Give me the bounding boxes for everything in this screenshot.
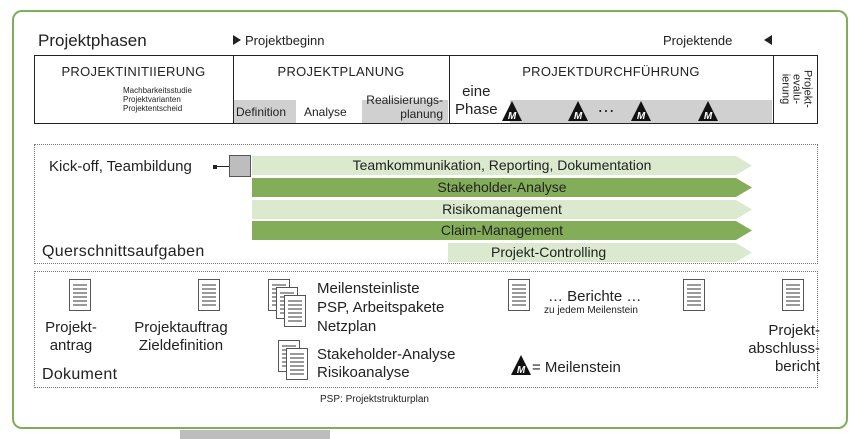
kickoff-label: Kick-off, Teambildung bbox=[49, 158, 192, 175]
doc-project-order: Projektauftrag Zieldefinition bbox=[126, 319, 236, 355]
kickoff-box bbox=[229, 155, 251, 177]
bar-claim-management: Claim-Management bbox=[252, 221, 752, 240]
document-icon bbox=[284, 295, 306, 327]
document-icon bbox=[508, 279, 530, 311]
document-icon bbox=[69, 279, 91, 311]
evaluation-cell: Projekt- evalu- ierung bbox=[774, 56, 817, 123]
bar-risk-management: Risikomanagement bbox=[252, 200, 752, 219]
execution-title: PROJEKTDURCHFÜHRUNG bbox=[522, 64, 700, 79]
svg-text:M: M bbox=[574, 111, 583, 122]
kickoff-connector bbox=[213, 165, 217, 169]
analysis-label: Analyse bbox=[304, 105, 347, 119]
definition-label: Definition bbox=[236, 105, 287, 119]
doc-planning-list: Meilensteinliste PSP, Arbeitspakete Netz… bbox=[317, 279, 444, 336]
milestone-icon: M bbox=[501, 100, 523, 122]
footnote: PSP: Projektstrukturplan bbox=[320, 394, 429, 405]
bar-label: Projekt-Controlling bbox=[491, 244, 607, 260]
evaluation-line: Projekt- bbox=[801, 70, 814, 108]
evaluation-line: ierung bbox=[779, 73, 792, 105]
document-icon bbox=[683, 279, 705, 311]
one-phase-line: eine bbox=[462, 83, 491, 100]
document-icon bbox=[198, 279, 220, 311]
milestone-icon: M bbox=[630, 100, 652, 122]
doc-text-line: bericht bbox=[774, 358, 820, 375]
realization-line: Realisierungs- bbox=[366, 93, 443, 107]
doc-text-line: Projekt- bbox=[45, 319, 97, 336]
cross-tasks-title: Querschnittsaufgaben bbox=[42, 243, 205, 260]
planning-title: PROJEKTPLANUNG bbox=[277, 64, 405, 79]
svg-text:M: M bbox=[517, 365, 526, 376]
outer-frame bbox=[12, 10, 848, 429]
doc-stakeholder: Stakeholder-Analyse Risikoanalyse bbox=[317, 346, 455, 382]
one-phase-label: eine Phase bbox=[455, 83, 498, 119]
initiation-item: Projektentscheid bbox=[123, 104, 183, 113]
evaluation-label: Projekt- evalu- ierung bbox=[779, 70, 814, 108]
initiation-item: Machbarkeitsstudie bbox=[123, 86, 192, 95]
bar-label: Risikomanagement bbox=[442, 201, 562, 217]
scroll-indicator[interactable] bbox=[180, 430, 330, 439]
document-icon bbox=[286, 348, 308, 380]
phase-table bbox=[34, 55, 818, 124]
doc-project-request: Projekt- antrag bbox=[40, 319, 102, 355]
start-marker-icon bbox=[233, 35, 241, 45]
doc-text-line: Projektauftrag bbox=[134, 319, 228, 336]
doc-text-line: PSP, Arbeitspakete bbox=[317, 299, 445, 316]
evaluation-line: evalu- bbox=[790, 74, 803, 104]
milestone-legend-label: = Meilenstein bbox=[532, 359, 621, 376]
doc-final-report: Projekt- abschluss- bericht bbox=[720, 322, 820, 376]
bar-label: Claim-Management bbox=[440, 222, 564, 238]
document-icon bbox=[782, 279, 804, 311]
svg-text:M: M bbox=[704, 111, 713, 122]
initiation-item: Projektvarianten bbox=[123, 95, 181, 104]
realization-line: planung bbox=[400, 107, 443, 121]
svg-text:M: M bbox=[637, 111, 646, 122]
start-marker-label: Projektbeginn bbox=[245, 33, 325, 48]
doc-text-line: Projekt- bbox=[768, 322, 820, 339]
cross-tasks-section bbox=[34, 144, 818, 264]
execution-ellipsis: … bbox=[597, 96, 615, 116]
svg-text:M: M bbox=[508, 111, 517, 122]
phases-title: Projektphasen bbox=[38, 31, 147, 50]
realization-cell bbox=[362, 100, 448, 123]
initiation-title: PROJEKTINITIIERUNG bbox=[61, 64, 206, 79]
bar-label: Stakeholder-Analyse bbox=[437, 179, 567, 195]
milestone-icon: M bbox=[697, 100, 719, 122]
phase-divider bbox=[233, 55, 234, 124]
one-phase-line: Phase bbox=[455, 101, 498, 118]
end-marker-label: Projektende bbox=[663, 33, 733, 48]
initiation-items: Machbarkeitsstudie Projektvarianten Proj… bbox=[123, 86, 192, 113]
definition-cell bbox=[234, 100, 296, 123]
doc-text-line: antrag bbox=[49, 337, 93, 354]
bar-project-controlling: Projekt-Controlling bbox=[448, 243, 752, 262]
milestone-icon: M bbox=[567, 100, 589, 122]
phase-divider bbox=[773, 55, 774, 124]
bar-stakeholder-analysis: Stakeholder-Analyse bbox=[252, 178, 752, 197]
documents-title: Dokument bbox=[42, 366, 118, 383]
realization-label: Realisierungs- planung bbox=[360, 93, 443, 121]
bar-label: Teamkommunikation, Reporting, Dokumentat… bbox=[352, 157, 652, 173]
doc-text-line: Risikoanalyse bbox=[317, 364, 410, 381]
end-marker-icon bbox=[764, 35, 772, 45]
reports-sublabel: zu jedem Meilenstein bbox=[544, 305, 638, 316]
doc-text-line: Netzplan bbox=[317, 318, 377, 335]
kickoff-line bbox=[217, 166, 229, 167]
milestone-legend-icon: M bbox=[510, 354, 532, 376]
documents-section bbox=[34, 271, 818, 388]
bar-team-communication: Teamkommunikation, Reporting, Dokumentat… bbox=[252, 156, 752, 175]
doc-text-line: Stakeholder-Analyse bbox=[317, 346, 456, 363]
phase-divider bbox=[449, 55, 450, 124]
reports-label: … Berichte … bbox=[548, 288, 642, 305]
doc-text-line: Meilensteinliste bbox=[317, 280, 420, 297]
doc-text-line: abschluss- bbox=[748, 340, 820, 357]
doc-text-line: Zieldefinition bbox=[138, 337, 224, 354]
